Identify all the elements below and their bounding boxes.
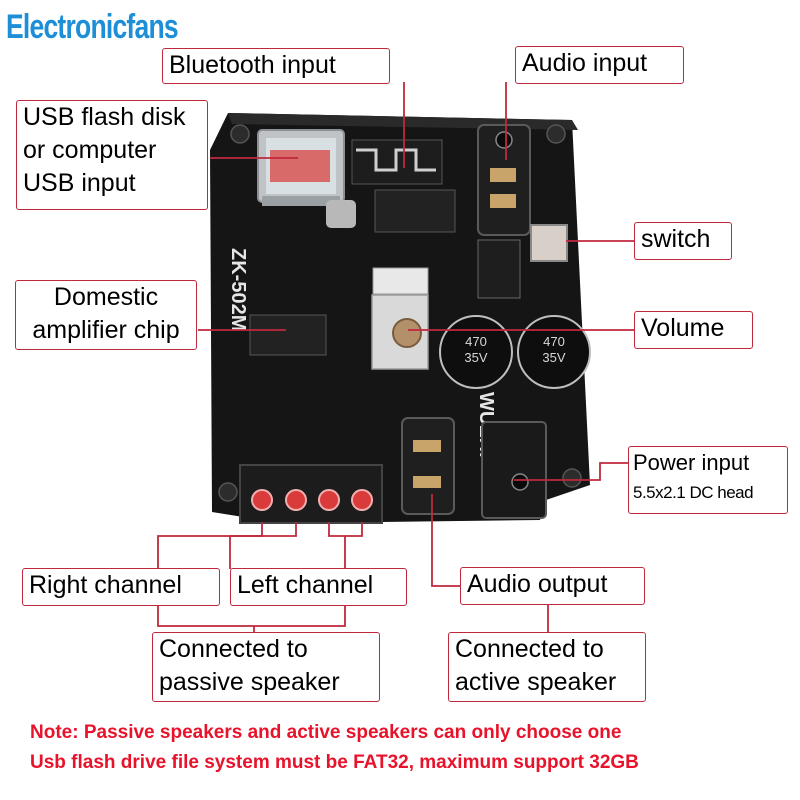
label-switch-text: switch bbox=[641, 225, 711, 253]
label-active-line1: Connected to bbox=[455, 635, 604, 663]
label-audio-output: Audio output bbox=[460, 567, 645, 605]
label-amp-line1: Domestic bbox=[53, 283, 159, 311]
label-audio-input-text: Audio input bbox=[522, 49, 648, 77]
speaker-terminal-block bbox=[239, 464, 383, 524]
label-volume: Volume bbox=[634, 311, 753, 349]
cap-text-3: 470 bbox=[543, 334, 565, 349]
label-power-input: Power input 5.5x2.1 DC head bbox=[628, 446, 788, 514]
cap-text-2: 35V bbox=[464, 350, 487, 365]
label-passive-line1: Connected to bbox=[159, 635, 308, 663]
label-usb-input: USB flash disk or computer USB input bbox=[16, 100, 208, 210]
brand-logo: Electronicfans bbox=[6, 8, 179, 46]
label-left-channel-text: Left channel bbox=[237, 571, 374, 599]
label-usb-line1: USB flash disk bbox=[23, 103, 186, 131]
label-bluetooth-input: Bluetooth input bbox=[162, 48, 390, 84]
label-right-channel-text: Right channel bbox=[29, 571, 182, 599]
label-passive-line2: passive speaker bbox=[159, 668, 340, 696]
label-passive-speaker: Connected to passive speaker bbox=[152, 632, 380, 702]
label-usb-line3: USB input bbox=[23, 169, 136, 197]
cap-text-4: 35V bbox=[542, 350, 565, 365]
label-audio-output-text: Audio output bbox=[467, 570, 608, 598]
capacitors: 470 35V 470 35V bbox=[439, 315, 591, 389]
label-amp-line2: amplifier chip bbox=[32, 316, 180, 344]
audio-output-jack bbox=[401, 417, 455, 515]
dc-power-jack bbox=[481, 421, 547, 519]
usb-port bbox=[257, 129, 345, 206]
label-right-channel: Right channel bbox=[22, 568, 220, 606]
model-silkscreen: ZK-502M bbox=[227, 248, 249, 331]
audio-input-jack bbox=[477, 124, 531, 236]
label-left-channel: Left channel bbox=[230, 568, 407, 606]
label-amplifier-chip: Domestic amplifier chip bbox=[15, 280, 197, 350]
label-usb-line2: or computer bbox=[23, 136, 157, 164]
leader-lines bbox=[157, 82, 637, 634]
note-line-2: Usb flash drive file system must be FAT3… bbox=[30, 752, 639, 773]
label-power-line1: Power input bbox=[633, 450, 750, 475]
label-switch: switch bbox=[634, 222, 732, 260]
note-line-1: Note: Passive speakers and active speake… bbox=[30, 722, 622, 743]
chips bbox=[249, 189, 521, 356]
label-bluetooth-input-text: Bluetooth input bbox=[169, 51, 336, 79]
bluetooth-module bbox=[351, 139, 443, 185]
label-active-line2: active speaker bbox=[455, 668, 617, 696]
switch-button bbox=[530, 224, 568, 262]
cap-text-1: 470 bbox=[465, 334, 487, 349]
volume-potentiometer bbox=[371, 267, 429, 370]
label-active-speaker: Connected to active speaker bbox=[448, 632, 646, 702]
label-audio-input: Audio input bbox=[515, 46, 684, 84]
label-volume-text: Volume bbox=[641, 314, 725, 342]
label-power-line2: 5.5x2.1 DC head bbox=[633, 483, 754, 502]
